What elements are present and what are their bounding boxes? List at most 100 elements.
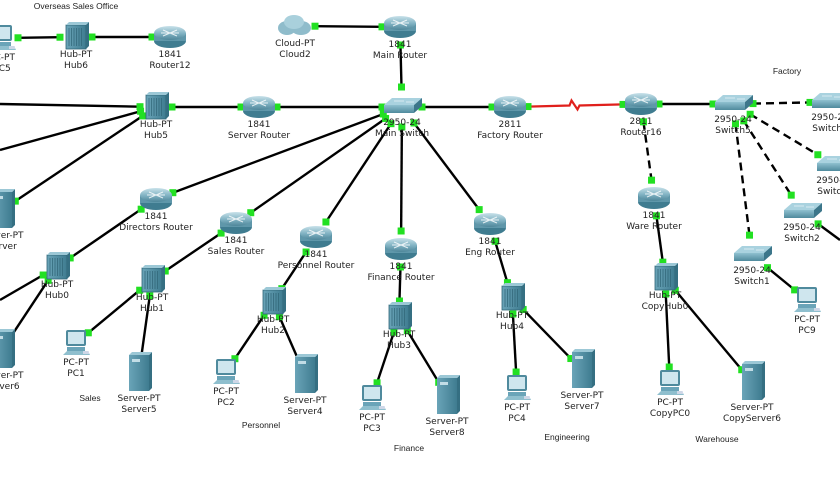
link-salesrouter-hub1[interactable] [164,232,222,273]
link-cloud2-mainrouter[interactable] [314,24,383,29]
link-hub4-pc4[interactable] [511,313,518,373]
server-icon [742,361,765,400]
device-switch3[interactable]: 2950-24Switch3 [816,156,840,197]
pc-icon [504,375,531,400]
link-mainswitch-engrouter[interactable] [413,122,481,211]
crossover-link-switch5-switch1[interactable] [734,123,751,236]
link-light-switch2 [814,220,822,228]
link-hub3-pc3[interactable] [375,331,396,384]
device-switch4[interactable]: 2950-24Switch4 [811,93,840,134]
device-name-label: PC3 [363,424,380,434]
device-model-label: 1841 [248,120,271,130]
link-hub5-server-left[interactable] [14,114,144,203]
link-warerouter-copyhub0[interactable] [655,215,665,263]
device-model-label: Hub-PT [140,120,173,130]
link-hub5-offscreen[interactable] [0,110,141,152]
link-switch2-offscreen[interactable] [817,222,840,241]
device-server6[interactable]: Server-PTServer6 [0,329,24,392]
crossover-link-switch5-switch3[interactable] [749,113,819,156]
link-switch1-pc9[interactable] [766,266,796,291]
link-hub1-pc1[interactable] [87,289,141,334]
link-hub1-server5[interactable] [140,295,151,358]
crossover-link-router16-warerouter[interactable] [642,121,653,181]
link-light-hub0 [44,276,52,284]
device-model-label: 1841 [145,212,168,222]
device-name-label: Hub2 [261,326,285,336]
link-light-personnelrouter [322,218,330,226]
link-engrouter-hub4[interactable] [493,240,509,284]
link-hub0-server6[interactable] [9,279,50,338]
hub-icon [46,252,70,280]
link-financerouter-hub3[interactable] [398,266,402,302]
link-copyhub0-copyserver6[interactable] [674,289,743,371]
area-label-a-engineering: Engineering [544,432,590,442]
area-label-a-personnel: Personnel [242,420,280,430]
link-hub4-server7[interactable] [522,308,572,360]
link-hub3-server8[interactable] [406,330,440,383]
link-mainswitch-financerouter[interactable] [399,126,404,232]
link-hub5-offscreen[interactable] [0,102,141,108]
link-copyhub0-copypc0[interactable] [664,293,671,368]
link-hub0-offscreen[interactable] [0,273,44,302]
device-name-label: Sales Router [208,247,265,257]
crossover-link-switch5-switch2[interactable] [742,120,793,196]
switch-icon [384,98,422,113]
crossover-link-switch5-switch4[interactable] [752,101,811,105]
link-mainswitch-directorsrouter[interactable] [172,112,384,194]
link-pc5-hub6[interactable] [17,36,61,39]
link-hub2-server4[interactable] [278,316,300,361]
link-mainswitch-salesrouter[interactable] [250,117,387,214]
link-light-serverrouter [237,103,245,111]
device-name-label: Server Router [228,131,291,141]
link-directorsrouter-hub0[interactable] [69,208,142,259]
link-light-hub5 [168,103,176,111]
link-light-warerouter [648,176,656,184]
serial-link-factoryrouter-router16[interactable] [527,98,624,112]
link-mainrouter-mainswitch[interactable] [399,44,403,88]
link-hub2-pc2[interactable] [233,314,266,360]
device-pc5[interactable]: PC-PTPC5 [0,25,16,74]
link-mainswitch-personnelrouter[interactable] [324,123,392,223]
links-layer [0,24,840,384]
switch-icon [734,246,772,261]
pc-icon [794,287,821,312]
link-personnelrouter-hub2[interactable] [280,251,308,290]
